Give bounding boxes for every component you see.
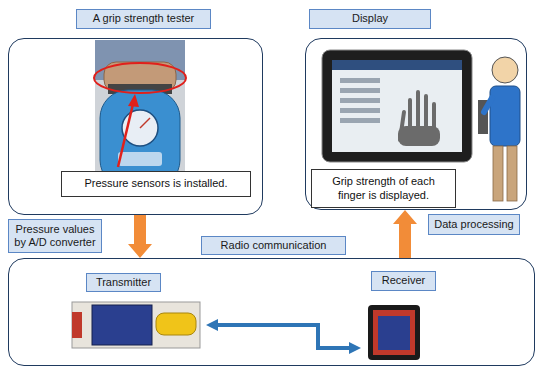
- tablet-screen: [332, 60, 462, 152]
- tablet-picture: [322, 50, 472, 162]
- screen-row: [340, 88, 380, 93]
- battery: [156, 313, 196, 335]
- screen-bar: [332, 60, 462, 70]
- callout-box: Pressure sensors is installed.: [61, 171, 251, 197]
- radio-panel: Radio communicationTransmitterReceiver: [8, 258, 535, 366]
- person-leg: [493, 146, 503, 201]
- device-panel: A grip strength testerPressure sensors i…: [8, 38, 263, 215]
- receiver-case: [368, 305, 420, 360]
- person-head: [492, 57, 518, 83]
- display-panel: DisplayGrip strength of each finger is d…: [305, 38, 527, 210]
- screen-row: [340, 118, 380, 123]
- flow-arrow: [393, 210, 417, 258]
- callout-text: Grip strength of each finger is displaye…: [312, 172, 455, 204]
- tester-panel: [118, 152, 162, 166]
- person-arm: [484, 98, 492, 112]
- tablet-frame: [322, 50, 472, 162]
- callout-text: Pressure sensors is installed.: [79, 174, 232, 193]
- transmitter-picture: [72, 302, 200, 348]
- callout-box: Grip strength of each finger is displaye…: [311, 169, 456, 208]
- flow-arrow: [128, 215, 152, 258]
- person-leg: [507, 146, 517, 201]
- palm: [398, 126, 440, 146]
- screen-row: [340, 98, 380, 103]
- callout-arrowhead: [128, 94, 139, 107]
- connector: [72, 312, 82, 338]
- radio-module: [92, 305, 152, 345]
- dial-needle: [140, 118, 150, 128]
- photo-background: [95, 40, 185, 190]
- receiver-unit: Receiver: [361, 269, 446, 363]
- heading-label: Receiver: [371, 271, 436, 291]
- grip-tester-photo: [95, 40, 185, 190]
- sensor-highlight: [94, 63, 186, 93]
- person-body: [490, 86, 520, 146]
- edge-label: Pressure values by A/D converter: [8, 219, 102, 253]
- radio-module: [378, 316, 410, 350]
- person-figure: [478, 57, 520, 201]
- screen-row: [340, 78, 380, 83]
- heading-label: Radio communication: [201, 236, 346, 255]
- edge-label: Data processing: [428, 214, 520, 235]
- screen-row: [340, 108, 380, 113]
- heading-label: Display: [309, 9, 431, 29]
- heading-label: Transmitter: [86, 273, 161, 292]
- transmitter-board: [72, 302, 200, 348]
- callout-arrow: [118, 104, 133, 167]
- receiver-board: [373, 310, 415, 355]
- receiver-picture: [368, 305, 420, 360]
- heading-label: A grip strength tester: [76, 9, 211, 29]
- radio-link-arrow: [218, 325, 349, 348]
- transmitter-unit: Transmitter: [69, 271, 206, 356]
